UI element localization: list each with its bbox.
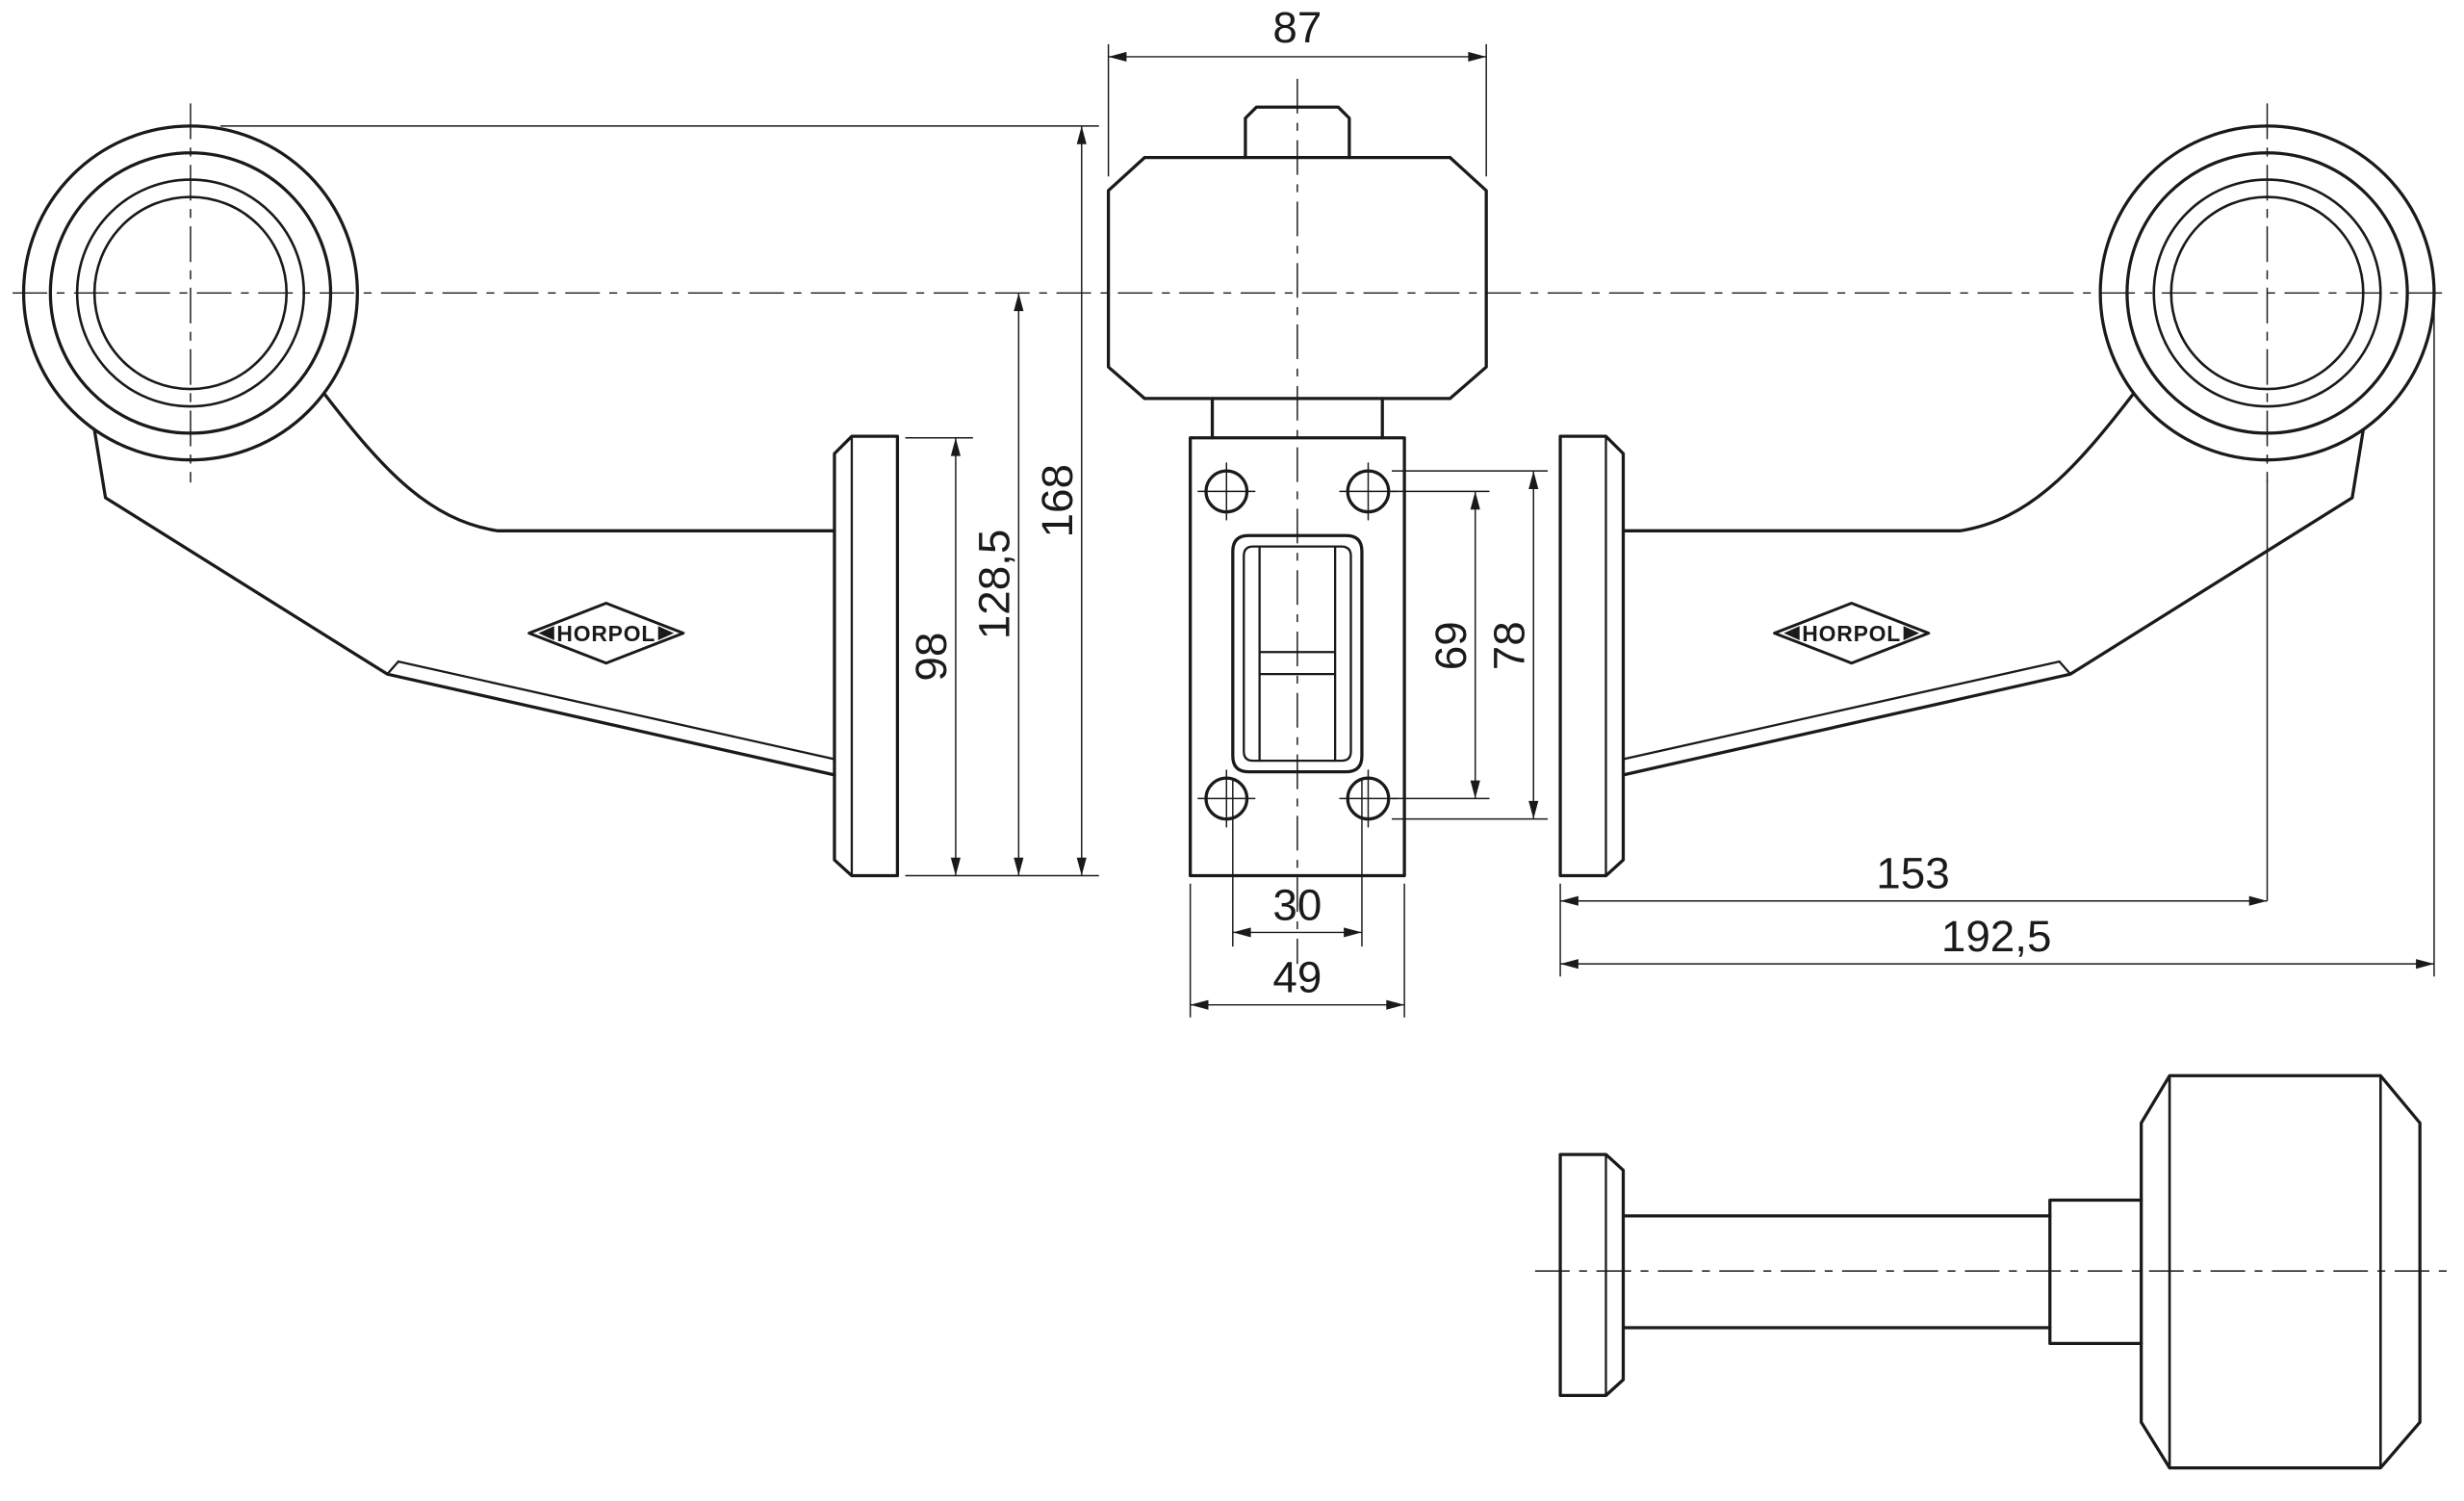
mounting-hole	[1197, 769, 1256, 828]
extension-lines	[1107, 43, 1548, 1018]
horpol-logo-text-right: HORPOL	[1802, 621, 1901, 646]
mounting-hole	[1339, 769, 1398, 828]
dim-label-69: 69	[1426, 621, 1476, 670]
dimensions-left-view: 98 128,5 168	[220, 125, 1099, 877]
top-view	[1558, 1074, 2422, 1470]
dim-label-49: 49	[1272, 953, 1322, 1002]
collar	[2048, 1198, 2143, 1346]
lamp-barrel	[1106, 155, 1488, 401]
mounting-hole	[1197, 462, 1256, 521]
side-view-right-lamp	[1558, 102, 2436, 878]
cable-channel	[1258, 545, 1337, 763]
extension-lines	[1559, 302, 2435, 977]
front-view	[1106, 105, 1488, 878]
dimensions-front-view: 87 69 78 30 49	[1107, 3, 1548, 1018]
extension-lines	[220, 125, 1099, 877]
dim-label-192-5: 192,5	[1941, 912, 2052, 961]
dim-label-168: 168	[1033, 464, 1082, 537]
side-view-left-lamp	[21, 102, 900, 878]
dim-label-78: 78	[1484, 621, 1533, 670]
slot-inner	[1243, 545, 1352, 763]
mounting-hole	[1339, 462, 1398, 521]
stem	[1621, 1214, 2052, 1330]
dim-label-30: 30	[1272, 880, 1322, 929]
dim-label-87: 87	[1272, 3, 1322, 52]
brand-labels: HORPOL HORPOL	[556, 621, 1901, 646]
lamp-stem	[1210, 397, 1384, 440]
lamp-cap	[1244, 105, 1351, 160]
centerlines	[13, 78, 2451, 1272]
slot-outer	[1231, 533, 1364, 774]
mounting-plate	[1189, 436, 1406, 878]
dim-label-153: 153	[1876, 849, 1949, 898]
dim-label-128-5: 128,5	[970, 530, 1019, 640]
barrel	[2140, 1074, 2422, 1470]
dimensions-right-view: 153 192,5	[1559, 302, 2435, 977]
flange	[1558, 1152, 1626, 1397]
horpol-logo-text-left: HORPOL	[556, 621, 655, 646]
dim-label-98: 98	[907, 633, 956, 682]
